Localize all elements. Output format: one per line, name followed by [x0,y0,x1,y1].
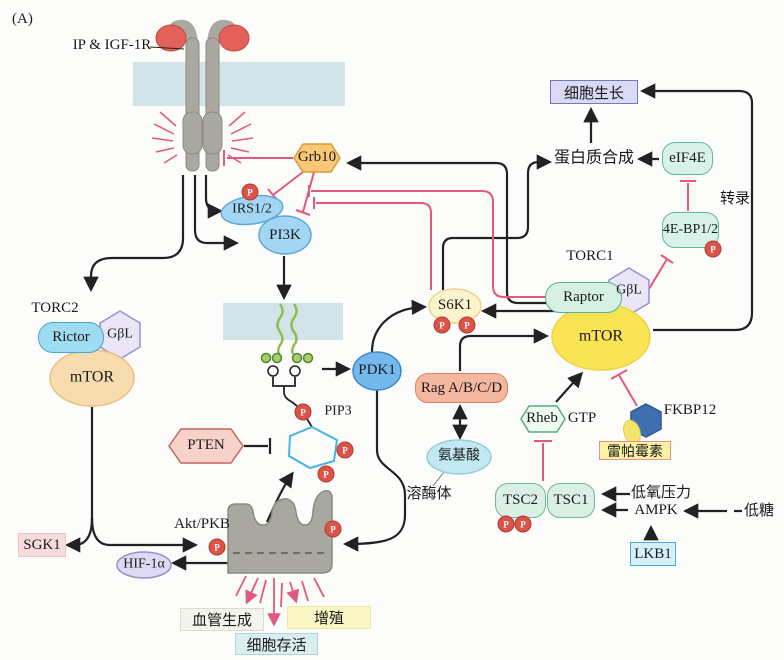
gbl-torc1-label: GβL [616,282,642,298]
low-glucose-label: 低糖 [743,503,775,520]
rheb-label: Rheb [526,410,558,427]
pdk1-label: PDK1 [358,362,396,379]
torc1-label: TORC1 [566,248,614,265]
arrow-pdk1-s6k1 [370,299,428,353]
node-pi3k [258,215,312,255]
phospho-badge-pip3-chain: P [294,403,312,421]
transcription-label: 转录 [719,191,751,208]
receptor-label-pointer [149,46,185,50]
node-rag: Rag A/B/C/D [415,373,508,403]
hypoxia-label: 低氧压力 [630,485,692,502]
torc2-label: TORC2 [31,300,79,317]
arrow-mtorc1-grb10 [345,155,556,305]
mtor-torc1-label: mTOR [578,327,624,345]
lysosome-pointer [432,471,445,487]
inhibit-grb10-irs-a [272,171,304,196]
lysosome-label: 溶酶体 [406,486,452,503]
akt-output-rays [235,575,325,627]
phospho-badge-tsc2-b: P [514,515,532,533]
arrow-s6k1-protein-synthesis [441,154,553,290]
phospho-badge-tsc2-a: P [497,515,515,533]
node-hif1a [116,551,172,579]
arrow-mtor-transcription-cell-growth [639,83,754,332]
phospho-badge-pip3-right: P [336,441,354,459]
hif1a-label: HIF-1α [123,556,165,572]
node-s6k1 [428,288,482,324]
phospho-badge-irs: P [241,183,259,201]
s6k1-label: S6K1 [437,297,473,314]
akt-label: Akt/PKB [174,516,230,533]
gbl-torc2-label: GβL [107,326,133,342]
inhibit-mtorc1-irs [311,190,556,298]
plasma-membrane-top [133,62,345,106]
receptor-alpha-subunit-left [155,24,187,52]
node-sgk1: SGK1 [18,533,66,557]
node-amino-acids [426,439,492,475]
pip3-ring [287,425,339,470]
arrow-pdk1-akt [342,390,407,552]
node-pten [168,428,244,464]
arrow-torc2-sgk1 [64,517,94,553]
node-pdk1 [352,351,402,391]
receptor-activation-spikes [151,111,254,164]
node-rapamycin: 雷帕霉素 [599,441,671,460]
node-tsc2: TSC2 [495,483,546,518]
phospho-badge-akt-left: P [208,538,226,556]
node-lkb1: LKB1 [630,542,676,566]
arrow-receptor-irs [204,175,224,219]
node-rictor: Rictor [38,322,104,353]
node-shapes [49,143,662,579]
node-raptor: Raptor [545,282,622,313]
pi3k-label: PI3K [269,227,301,244]
node-cell-survival: 细胞存活 [235,633,318,655]
protein-synthesis-label: 蛋白质合成 [553,149,635,167]
inhibit-fkbp12-mtor [618,374,638,407]
gtp-label: GTP [567,410,597,427]
node-cell-growth: 细胞生长 [550,80,638,104]
inhibit-mtor-4ebp [648,258,668,290]
arrow-rag-mtor [458,328,550,371]
grb10-label: Grb10 [297,149,337,166]
activation-arrows [64,46,754,571]
phospho-badge-akt-right: P [324,520,342,538]
pip3-label: PIP3 [324,403,352,419]
inhibition-lines [223,150,696,481]
phospho-badge-s6k1-right: P [458,316,476,334]
membrane-lipid [260,303,314,428]
node-akt-pkb [227,489,333,574]
node-tsc1: TSC1 [547,483,595,518]
arrow-akt-proliferation [286,581,300,604]
arrow-receptor-torc2 [83,175,185,293]
phospho-badge-pip3-bottom: P [317,465,335,483]
inhibit-s6k1-irs [316,202,432,290]
node-proliferation: 增殖 [287,606,371,629]
irs-label: IRS1/2 [232,201,272,217]
receptor-label: IP & IGF-1R [72,37,152,54]
arrow-receptor-pi3k [193,175,240,251]
arrow-torc2-akt [90,517,199,553]
receptor-alpha-subunit-right [218,24,250,52]
node-grb10 [293,143,341,173]
node-angiogenesis: 血管生成 [180,608,264,631]
node-eif4e: eIF4E [662,142,713,175]
ampk-label: AMPK [634,502,678,519]
phospho-badge-4ebp: P [704,240,722,258]
arrow-akt-angiogenesis [245,577,259,605]
mtor-torc2-label: mTOR [69,368,115,386]
panel-label: (A) [12,11,33,27]
receptor-igf1r [155,19,250,172]
arrow-rheb-mtor [555,371,584,403]
node-rheb [520,405,566,433]
fkbp12-label: FKBP12 [663,402,717,419]
arrow-akt-pip3 [265,471,294,523]
pten-label: PTEN [187,437,225,454]
amino-acids-label: 氨基酸 [438,448,480,464]
phospho-badge-s6k1-left: P [433,316,451,334]
